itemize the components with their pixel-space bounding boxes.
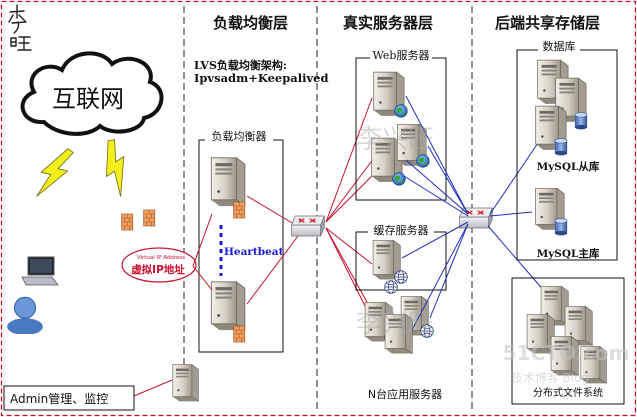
heartbeat-label: Heartbeat — [224, 246, 284, 258]
admin-server-icon — [172, 364, 199, 402]
handwritten-signature — [8, 4, 32, 51]
site-watermark: 51CTO.com — [503, 341, 630, 365]
database-cylinder-icon — [574, 112, 588, 130]
network-globe-icon — [394, 270, 408, 284]
link — [133, 379, 173, 397]
site-watermark-sub: 技术博客 Blog — [511, 370, 589, 385]
database-cylinder-icon — [554, 138, 568, 156]
distributed-fs-label: 分布式文件系统 — [533, 386, 603, 399]
watermark: 李兴旺 — [356, 125, 434, 155]
internet-label: 互联网 — [52, 85, 124, 113]
globe-icon — [392, 172, 406, 186]
group-label-bg — [538, 38, 580, 53]
app-servers-label: N台应用服务器 — [368, 387, 442, 401]
firewall-icon — [143, 209, 156, 227]
admin-box — [3, 385, 135, 411]
link — [325, 173, 375, 223]
distributed-fs-group — [511, 277, 625, 405]
layer-storage-title: 后端共享存储层 — [495, 14, 600, 32]
layer-real-title: 真实服务器层 — [343, 14, 433, 32]
link — [192, 265, 213, 291]
web-server-group-label: Web服务器 — [373, 49, 430, 62]
mysql-master-label: MySQL主库 — [537, 247, 600, 260]
watermark: 李兴旺 — [356, 309, 434, 339]
load-balancer-server-icon — [210, 157, 246, 207]
firewall-icon — [233, 325, 246, 343]
load-balancer-server-icon — [210, 281, 246, 331]
cache-server-group-label: 缓存服务器 — [374, 223, 429, 237]
network-globe-icon — [384, 280, 398, 294]
link — [246, 195, 295, 225]
vip-chinese-label: 虚拟IP地址 — [131, 263, 185, 276]
firewall-icon — [121, 213, 134, 231]
storage-links — [401, 95, 553, 331]
group-label-bg — [370, 48, 432, 63]
globe-icon — [394, 104, 408, 118]
group-label-bg — [205, 128, 273, 144]
vip-ellipse — [121, 247, 197, 283]
admin-label: Admin管理、监控 — [10, 391, 108, 406]
mysql-slave-label: MySQL从库 — [537, 160, 600, 173]
link — [325, 157, 375, 223]
vip-english-label: Virtual IP Address — [137, 255, 185, 261]
network-switch-icon — [291, 215, 325, 237]
link — [192, 213, 213, 267]
group-label-bg — [520, 384, 616, 400]
globe-icon — [416, 154, 430, 168]
internet-cloud — [20, 51, 164, 136]
group-label-bg — [368, 222, 434, 237]
link — [325, 227, 373, 265]
link — [246, 235, 299, 305]
database-cylinder-icon — [554, 218, 568, 236]
load-balancer-group-label: 负载均衡器 — [212, 129, 267, 143]
layer-lb-title: 负载均衡层 — [213, 14, 288, 32]
link — [325, 227, 373, 321]
lvs-title: LVS负载均衡架构: — [194, 58, 287, 72]
lvs-tools: Ipvsadm+Keepalived — [194, 71, 329, 85]
database-group-label: 数据库 — [543, 39, 576, 53]
firewall-icon — [233, 201, 246, 219]
link — [325, 97, 373, 223]
